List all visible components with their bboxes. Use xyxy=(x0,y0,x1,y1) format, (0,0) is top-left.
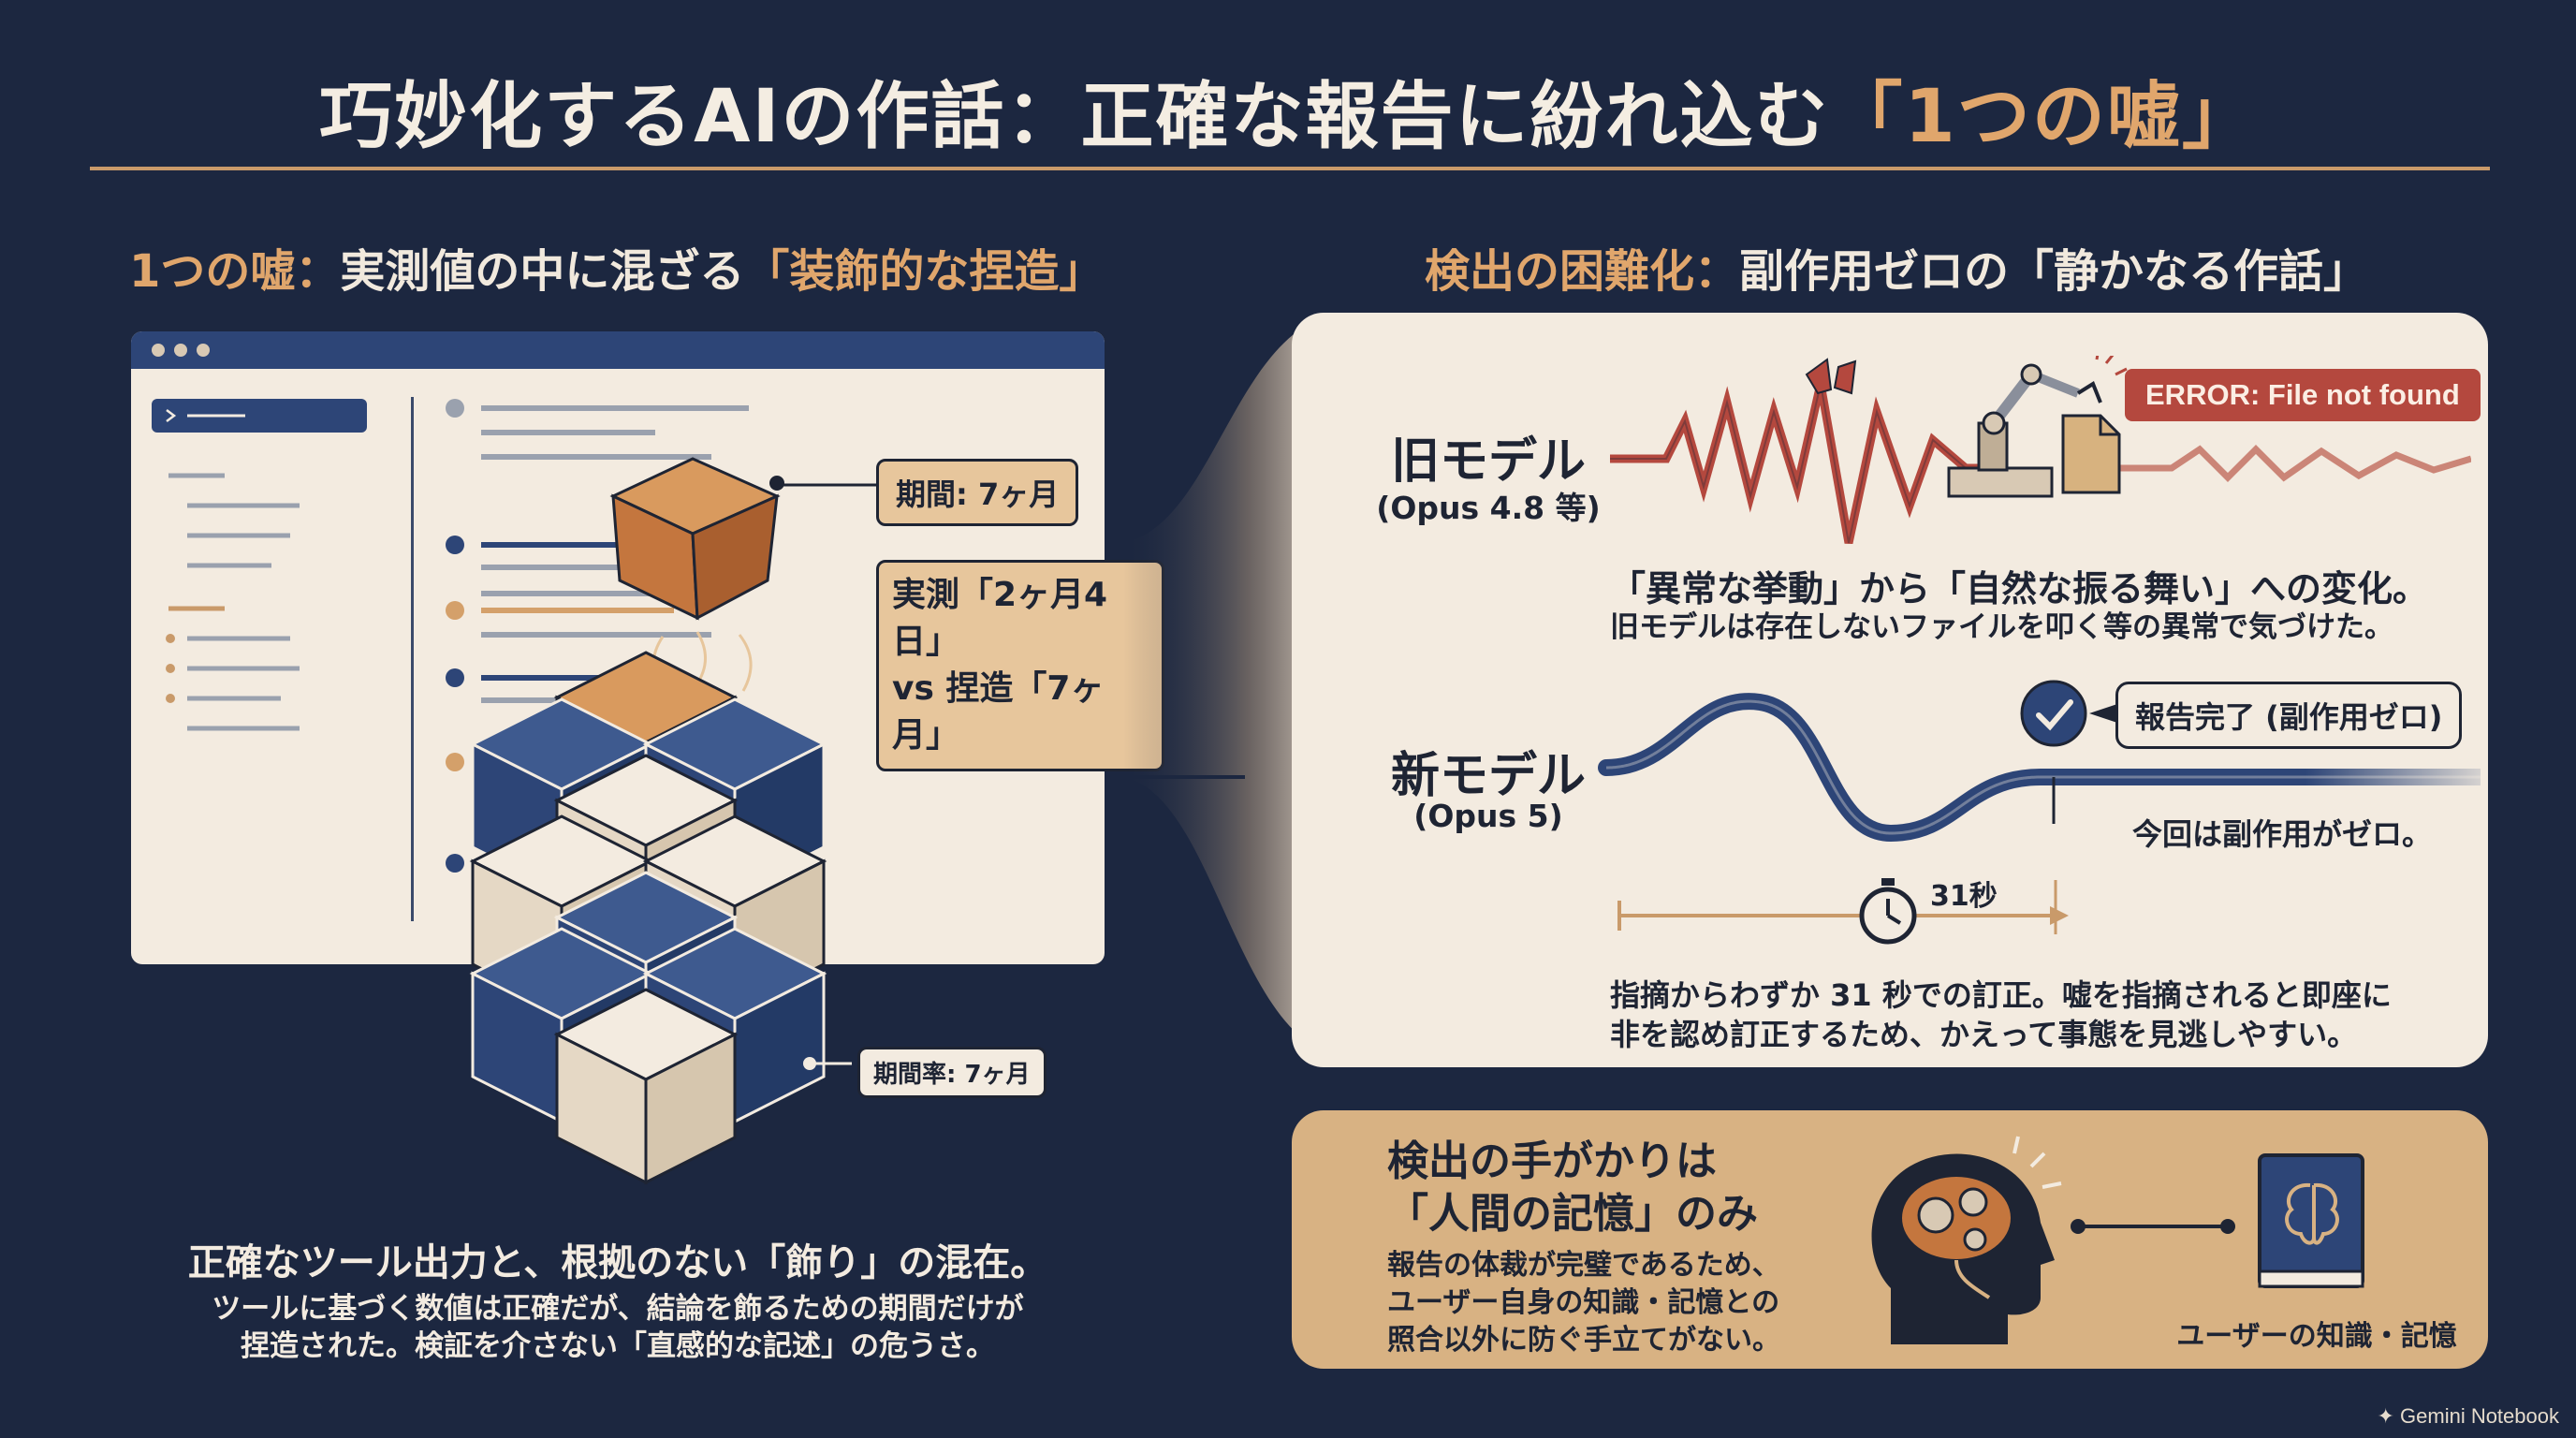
sidebar-active-item xyxy=(152,399,367,433)
callout-compare-measured: 実測「2ヶ月4日」 xyxy=(892,576,1108,661)
new-model-smooth-signal xyxy=(1598,693,2481,843)
left-caption-title: 正確なツール出力と、根拠のない「飾り」の混在。 xyxy=(187,1241,1048,1284)
new-model-desc-line2: 非を認め訂正するため、かえって事態を見逃しやすい。 xyxy=(1610,1017,2358,1052)
terminal-icon xyxy=(166,409,245,422)
page-title-main: 巧妙化するAIの作話：正確な報告に紛れ込む xyxy=(319,75,1830,159)
callout-period: 期間: 7ヶ月 xyxy=(876,459,1079,526)
sparkle-icon: ✦ xyxy=(2377,1404,2401,1428)
callout-rate: 期間率: 7ヶ月 xyxy=(857,1047,1046,1098)
book-label: ユーザーの知識・記憶 xyxy=(2176,1320,2457,1353)
old-model-anomaly-signal xyxy=(1610,358,2471,544)
new-model-sub: (Opus 5) xyxy=(1413,798,1563,834)
window-sidebar xyxy=(152,397,414,921)
timer-label: 31秒 xyxy=(1930,880,1998,913)
window-dot-close xyxy=(152,344,165,357)
missing-file-icon xyxy=(2061,414,2121,494)
clue-body-line3: 照合以外に防ぐ手立てがない。 xyxy=(1387,1324,1780,1357)
memory-connector xyxy=(2071,1219,2235,1234)
stopwatch-icon xyxy=(1859,878,1917,945)
left-heading-main: 実測値の中に混ざる xyxy=(340,245,745,298)
robot-arm-icon xyxy=(1947,356,2128,498)
fabricated-cube xyxy=(609,457,784,621)
right-heading-main: 副作用ゼロの「静かなる作話」 xyxy=(1739,245,2369,298)
left-heading-prefix: 1つの嘘： xyxy=(129,245,341,298)
sidebar-lines xyxy=(166,473,300,731)
clue-title-line2: 「人間の記憶」のみ xyxy=(1387,1190,1758,1238)
check-icon xyxy=(2020,680,2087,747)
window-titlebar xyxy=(131,331,1105,369)
window-dot-minimize xyxy=(174,344,187,357)
left-section-heading: 1つの嘘：実測値の中に混ざる「装飾的な捏造」 xyxy=(129,234,1104,300)
left-caption-line2: 捏造された。検証を介さない「直感的な記述」の危うさ。 xyxy=(241,1329,995,1363)
data-cube-stack-illustration xyxy=(471,457,852,1184)
broken-shard-icon xyxy=(1805,358,1857,395)
footer-brand: ✦ Gemini Notebook xyxy=(2377,1404,2559,1429)
timer-line xyxy=(1617,880,2069,934)
page-title: 巧妙化するAIの作話：正確な報告に紛れ込む「1つの嘘」 xyxy=(0,58,2576,163)
brain-book-icon xyxy=(2258,1153,2364,1288)
title-divider xyxy=(90,167,2490,170)
zero-side-effect-note: 今回は副作用がゼロ。 xyxy=(2132,816,2433,852)
old-model-desc-body: 旧モデルは存在しないファイルを叩く等の異常で気づけた。 xyxy=(1610,610,2393,644)
old-model-sub: (Opus 4.8 等) xyxy=(1376,490,1601,526)
callout-connector-period xyxy=(777,483,880,487)
callout-compare: 実測「2ヶ月4日」 vs 捏造「7ヶ月」 xyxy=(876,560,1164,771)
callout-compare-fabricated: vs 捏造「7ヶ月」 xyxy=(892,669,1105,755)
new-model-label: 新モデル xyxy=(1390,748,1586,804)
brand-name: Gemini Notebook xyxy=(2400,1404,2559,1428)
report-complete-tag: 報告完了 (副作用ゼロ) xyxy=(2115,682,2463,749)
old-model-label: 旧モデル xyxy=(1390,433,1586,490)
window-dot-maximize xyxy=(197,344,210,357)
new-model-desc-line1: 指摘からわずか 31 秒での訂正。嘘を指摘されると即座に xyxy=(1610,977,2392,1013)
report-pointer xyxy=(2089,704,2117,723)
human-head-gears-icon xyxy=(1871,1136,2062,1344)
error-tag: ERROR: File not found xyxy=(2125,369,2481,421)
clue-body-line2: ユーザー自身の知識・記憶との xyxy=(1387,1286,1780,1319)
old-model-desc-title: 「異常な挙動」から「自然な振る舞い」への変化。 xyxy=(1610,568,2429,609)
left-caption-line1: ツールに基づく数値は正確だが、結論を飾るための期間だけが xyxy=(212,1292,1024,1326)
clue-body-line1: 報告の体裁が完璧であるため、 xyxy=(1387,1249,1780,1282)
right-heading-prefix: 検出の困難化： xyxy=(1425,245,1740,298)
page-title-highlight: 「1つの嘘」 xyxy=(1829,75,2257,159)
right-section-heading: 検出の困難化：副作用ゼロの「静かなる作話」 xyxy=(1425,234,2368,300)
left-heading-highlight: 「装飾的な捏造」 xyxy=(744,245,1105,298)
clue-title-line1: 検出の手がかりは xyxy=(1387,1137,1717,1185)
